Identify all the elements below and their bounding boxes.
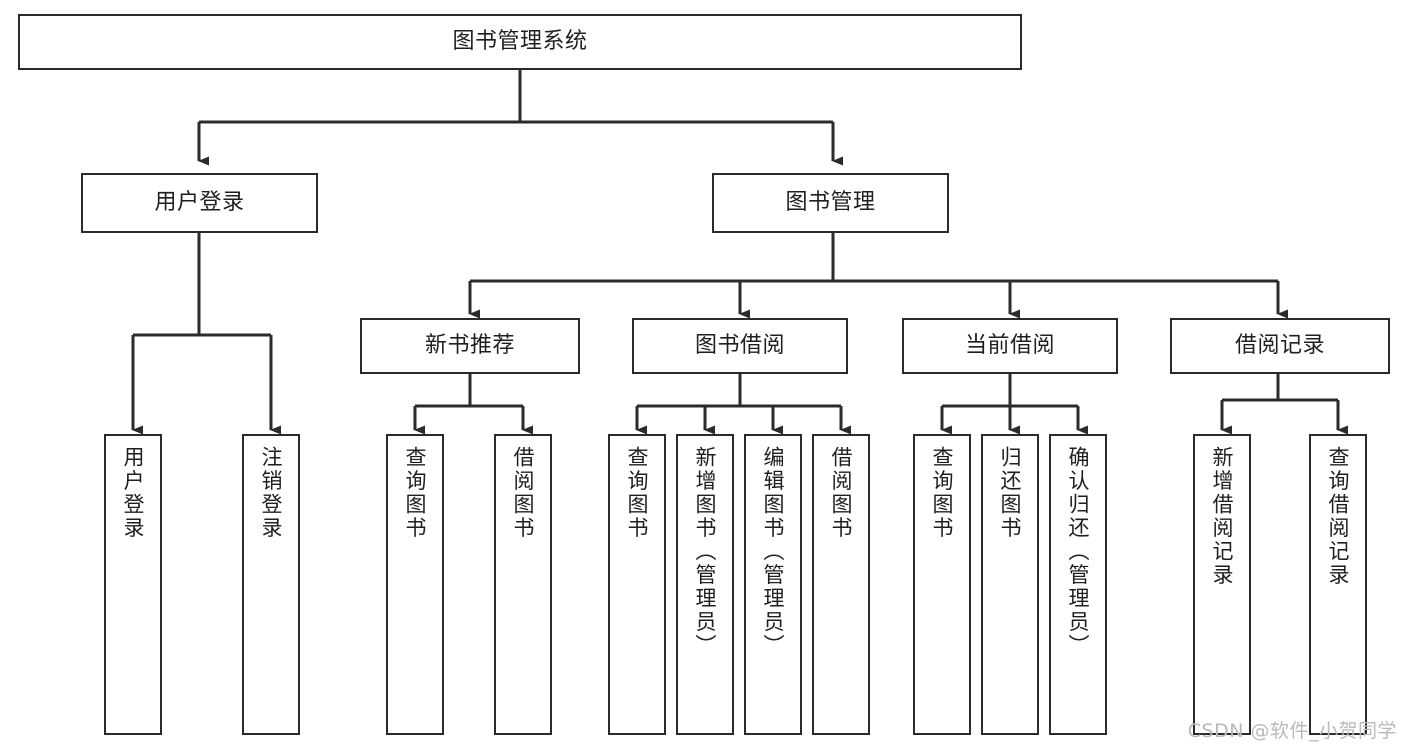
node-book-management[interactable]: 图书管理 xyxy=(712,173,949,233)
node-borrow-record[interactable]: 借阅记录 xyxy=(1170,318,1390,374)
leaf-label: 查询借阅记录 xyxy=(1326,446,1351,587)
leaf-new-book-query[interactable]: 查询图书 xyxy=(386,434,444,735)
leaf-label: 查询图书 xyxy=(403,446,428,540)
node-new-book-recommend[interactable]: 新书推荐 xyxy=(360,318,580,374)
node-user-login-label: 用户登录 xyxy=(154,190,245,216)
leaf-label: 借阅图书 xyxy=(829,446,854,540)
leaf-book-borrow-borrow[interactable]: 借阅图书 xyxy=(812,434,870,735)
leaf-label: 注销登录 xyxy=(259,446,284,540)
leaf-label: 编辑图书（管理员） xyxy=(761,446,786,658)
leaf-book-borrow-add[interactable]: 新增图书（管理员） xyxy=(676,434,734,735)
node-user-login[interactable]: 用户登录 xyxy=(81,173,318,233)
leaf-label: 用户登录 xyxy=(121,446,146,540)
leaf-label: 确认归还（管理员） xyxy=(1066,446,1091,658)
leaf-label: 查询图书 xyxy=(930,446,955,540)
leaf-book-borrow-query[interactable]: 查询图书 xyxy=(608,434,666,735)
node-root[interactable]: 图书管理系统 xyxy=(18,14,1022,70)
node-book-borrow-label: 图书借阅 xyxy=(694,333,785,359)
leaf-label: 新增借阅记录 xyxy=(1210,446,1235,587)
leaf-label: 新增图书（管理员） xyxy=(693,446,718,658)
leaf-borrow-record-query[interactable]: 查询借阅记录 xyxy=(1309,434,1367,735)
node-borrow-record-label: 借阅记录 xyxy=(1234,333,1325,359)
leaf-user-login-login[interactable]: 用户登录 xyxy=(104,434,162,735)
node-root-label: 图书管理系统 xyxy=(452,29,588,55)
leaf-label: 借阅图书 xyxy=(511,446,536,540)
leaf-new-book-borrow[interactable]: 借阅图书 xyxy=(494,434,552,735)
leaf-label: 查询图书 xyxy=(625,446,650,540)
node-new-book-recommend-label: 新书推荐 xyxy=(424,333,515,359)
node-book-management-label: 图书管理 xyxy=(785,190,876,216)
leaf-current-borrow-confirm[interactable]: 确认归还（管理员） xyxy=(1049,434,1107,735)
leaf-user-login-logout[interactable]: 注销登录 xyxy=(242,434,300,735)
leaf-book-borrow-edit[interactable]: 编辑图书（管理员） xyxy=(744,434,802,735)
csdn-watermark: CSDN @软件_小贺同学 xyxy=(1187,720,1397,742)
leaf-borrow-record-add[interactable]: 新增借阅记录 xyxy=(1193,434,1251,735)
node-current-borrow-label: 当前借阅 xyxy=(964,333,1055,359)
leaf-current-borrow-query[interactable]: 查询图书 xyxy=(913,434,971,735)
node-current-borrow[interactable]: 当前借阅 xyxy=(902,318,1118,374)
leaf-label: 归还图书 xyxy=(998,446,1023,540)
node-book-borrow[interactable]: 图书借阅 xyxy=(632,318,848,374)
leaf-current-borrow-return[interactable]: 归还图书 xyxy=(981,434,1039,735)
